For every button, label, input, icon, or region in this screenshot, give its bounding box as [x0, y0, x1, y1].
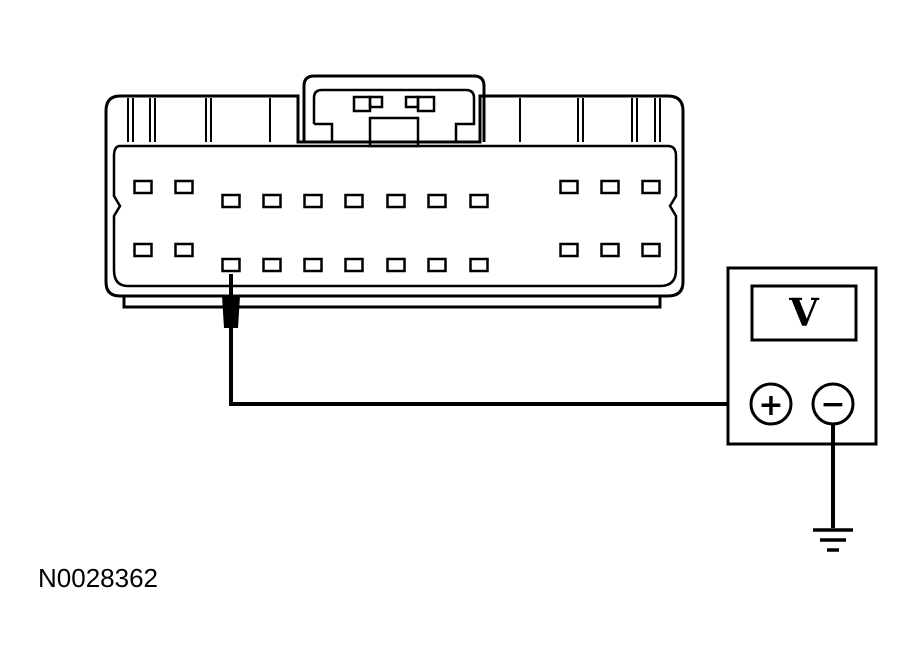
lower-row-pin-2 — [174, 242, 194, 258]
figure-id-label: N0028362 — [38, 563, 158, 593]
probe-lead-wire — [229, 326, 752, 406]
voltmeter-display — [750, 284, 858, 342]
locking-tab-notch-left-2 — [368, 95, 384, 109]
lower-row-pin-9 — [469, 257, 489, 273]
voltmeter: V + − — [726, 266, 878, 446]
ground-icon — [813, 528, 853, 552]
voltmeter-unit-symbol: V — [788, 290, 820, 335]
test-probe — [222, 274, 240, 328]
lower-row-pin-1 — [133, 242, 153, 258]
lower-row-pin-3 — [221, 257, 241, 273]
upper-row-pin-3 — [221, 193, 241, 209]
lower-row-pin-8 — [427, 257, 447, 273]
upper-row-pin-12 — [641, 179, 661, 195]
connector-ribs-left — [127, 98, 271, 142]
connector — [104, 74, 685, 309]
upper-row-pin-11 — [600, 179, 620, 195]
lower-row-pin-10 — [559, 242, 579, 258]
upper-row-pin-4 — [262, 193, 282, 209]
positive-terminal-symbol: + — [758, 388, 783, 423]
probe-body — [222, 296, 240, 328]
upper-row-pin-7 — [386, 193, 406, 209]
lower-row-pin-5 — [303, 257, 323, 273]
locking-tab-inner — [312, 88, 476, 142]
locking-tab-notch-left — [352, 95, 372, 113]
upper-pin-row — [133, 179, 661, 209]
lower-row-pin-7 — [386, 257, 406, 273]
lower-pin-row — [133, 242, 661, 273]
positive-terminal — [749, 382, 793, 426]
lower-row-pin-11 — [600, 242, 620, 258]
negative-terminal-symbol: − — [820, 387, 845, 422]
upper-row-pin-1 — [133, 179, 153, 195]
connector-housing — [104, 94, 685, 298]
lower-row-pin-4 — [262, 257, 282, 273]
upper-row-pin-10 — [559, 179, 579, 195]
connector-ribs-right — [519, 98, 661, 142]
upper-row-pin-6 — [344, 193, 364, 209]
upper-row-pin-9 — [469, 193, 489, 209]
locking-tab-notch-right-2 — [404, 95, 420, 109]
lower-row-pin-6 — [344, 257, 364, 273]
probe-tip — [229, 274, 233, 300]
upper-row-pin-8 — [427, 193, 447, 209]
upper-row-pin-5 — [303, 193, 323, 209]
connector-base-plate — [122, 296, 662, 309]
connector-locking-tab — [302, 74, 486, 142]
upper-row-pin-2 — [174, 179, 194, 195]
lower-row-pin-12 — [641, 242, 661, 258]
connector-face — [112, 144, 678, 288]
locking-tab-notch-right — [416, 95, 436, 113]
